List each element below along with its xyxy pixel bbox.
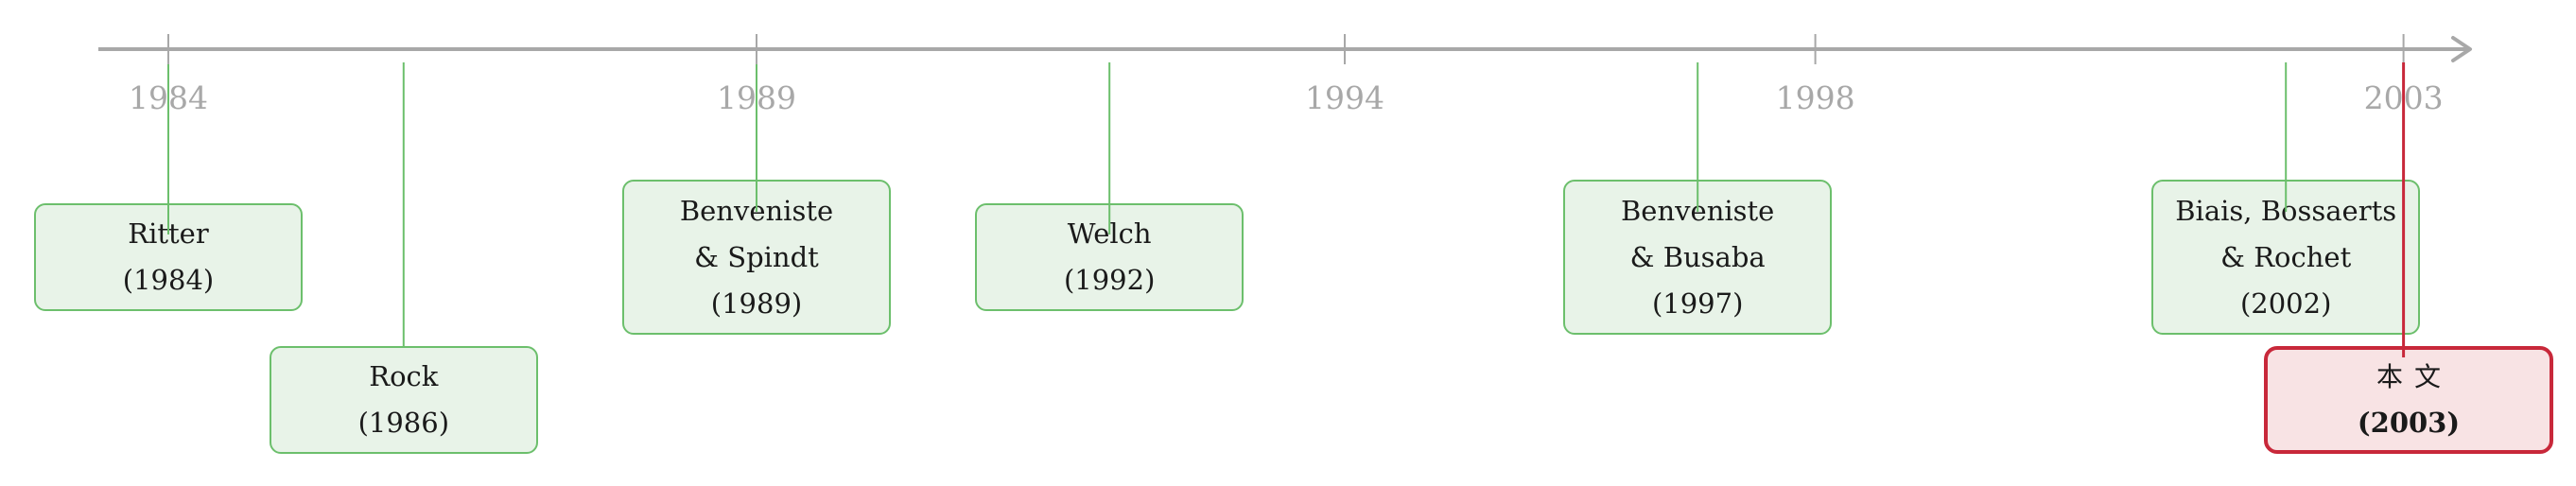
year-label: 1998 (1775, 79, 1855, 116)
event-author-line: Rock (369, 360, 439, 392)
event-citation-year: (1986) (357, 407, 450, 439)
year-label: 1989 (717, 79, 796, 116)
event-citation-year: (1997) (1651, 286, 1744, 320)
event-author-line: 本文 (2376, 361, 2452, 392)
event-citation-year: (1989) (710, 286, 803, 320)
event-author-line: Benveniste (1621, 194, 1775, 227)
timeline-arrowhead (2451, 36, 2472, 62)
event-box: Biais, Bossaerts & Rochet (2002) (2151, 180, 2421, 335)
event-author-line: Benveniste (679, 194, 834, 227)
event-author-line: & Rochet (2220, 240, 2352, 273)
event-citation-year: (1984) (122, 264, 215, 296)
event-box: Ritter (1984) (34, 203, 303, 311)
event-box: Welch (1992) (975, 203, 1244, 311)
event-citation-year: (2003) (2357, 407, 2461, 439)
event-author-line: & Spindt (694, 240, 819, 273)
event-author-line: Biais, Bossaerts (2175, 194, 2397, 227)
event-box: Rock (1986) (269, 346, 538, 454)
event-box: Benveniste & Busaba (1997) (1563, 180, 1833, 335)
event-citation-year: (2002) (2239, 286, 2332, 320)
event-author-line: & Busaba (1629, 240, 1766, 273)
year-label: 2003 (2363, 79, 2444, 116)
event-author-line: Welch (1067, 217, 1152, 250)
year-label: 1994 (1305, 79, 1384, 116)
event-citation-year: (1992) (1063, 264, 1156, 296)
event-box: Benveniste & Spindt (1989) (622, 180, 891, 335)
event-author-line: Ritter (128, 217, 209, 250)
event-box-highlight: 本文 (2003) (2264, 346, 2553, 454)
year-label: 1984 (129, 79, 208, 116)
